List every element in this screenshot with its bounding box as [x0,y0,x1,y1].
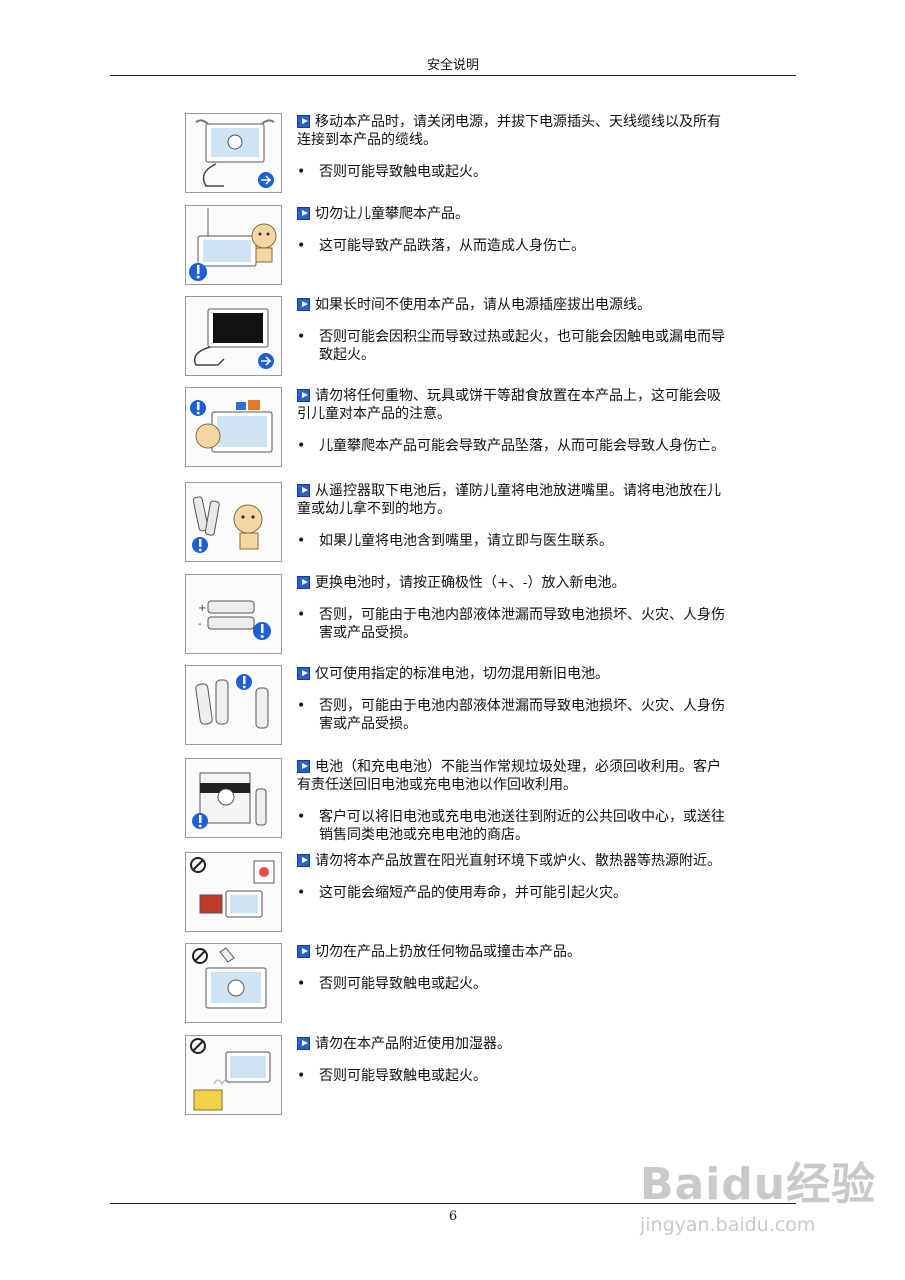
bullet-text: 这可能导致产品跌落，从而造成人身伤亡。 [297,237,733,255]
humidifier-icon [185,1035,282,1115]
bullet-text: 如果儿童将电池含到嘴里，请立即与医生联系。 [297,532,733,550]
battery-child-icon [185,482,282,562]
bullet-text: 否则可能导致触电或起火。 [297,1067,733,1085]
blue-arrow-icon [297,115,310,128]
warning-text: 移动本产品时，请关闭电源，并拔下电源插头、天线缆线以及所有连接到本产品的缆线。 [297,114,721,148]
blue-arrow-icon [297,760,310,773]
warning-text: 请勿在本产品附近使用加湿器。 [315,1036,511,1052]
warning-text: 更换电池时，请按正确极性（+、-）放入新电池。 [315,575,626,591]
blue-arrow-icon [297,1037,310,1050]
child-climbing-icon [185,205,282,285]
blue-arrow-icon [297,576,310,589]
blue-arrow-icon [297,667,310,680]
blue-arrow-icon [297,298,310,311]
bullet-text: 否则，可能由于电池内部液体泄漏而导致电池损坏、火灾、人身伤害或产品受损。 [297,606,733,642]
warning-text: 如果长时间不使用本产品，请从电源插座拔出电源线。 [315,297,651,313]
minus-label: - [198,619,202,630]
page-footer: 6 [110,1203,796,1224]
heat-source-icon [185,852,282,932]
warning-text: 电池（和充电电池）不能当作常规垃圾处理，必须回收利用。客户有责任送回旧电池或充电… [297,759,721,793]
bullet-text: 否则，可能由于电池内部液体泄漏而导致电池损坏、火灾、人身伤害或产品受损。 [297,697,733,733]
bullet-text: 儿童攀爬本产品可能会导致产品坠落，从而可能会导致人身伤亡。 [297,437,733,455]
blue-arrow-icon [297,207,310,220]
warning-text: 请勿将本产品放置在阳光直射环境下或炉火、散热器等热源附近。 [315,853,721,869]
warning-text: 从遥控器取下电池后，谨防儿童将电池放进嘴里。请将电池放在儿童或幼儿拿不到的地方。 [297,483,721,517]
toys-on-monitor-icon [185,387,282,467]
plus-label: + [198,603,206,614]
blue-arrow-icon [297,484,310,497]
bullet-text: 否则可能会因积尘而导致过热或起火，也可能会因触电或漏电而导致起火。 [297,328,733,364]
blue-arrow-icon [297,389,310,402]
bullet-text: 否则可能导致触电或起火。 [297,163,733,181]
battery-polarity-icon: + - [185,574,282,654]
warning-text: 请勿将任何重物、玩具或饼干等甜食放置在本产品上，这可能会吸引儿童对本产品的注意。 [297,388,721,422]
bullet-text: 客户可以将旧电池或充电电池送往到附近的公共回收中心，或送往销售同类电池或充电电池… [297,808,733,844]
watermark-url: jingyan.baidu.com [640,1214,816,1236]
bullet-text: 否则可能导致触电或起火。 [297,975,733,993]
mixed-batteries-icon [185,665,282,745]
warning-text: 切勿让儿童攀爬本产品。 [315,206,469,222]
page-header: 安全说明 [110,52,796,76]
warning-text: 切勿在产品上扔放任何物品或撞击本产品。 [315,944,581,960]
battery-recycle-icon [185,758,282,838]
monitor-unplug-icon [185,113,282,193]
impact-prohibited-icon [185,943,282,1023]
header-title: 安全说明 [426,58,479,73]
watermark-logo: Baidu经验 [640,1159,877,1210]
bullet-text: 这可能会缩短产品的使用寿命，并可能引起火灾。 [297,884,733,902]
baidu-watermark: Baidu经验 jingyan.baidu.com [640,1148,890,1268]
power-cord-icon [185,296,282,376]
blue-arrow-icon [297,854,310,867]
warning-text: 仅可使用指定的标准电池，切勿混用新旧电池。 [315,666,609,682]
blue-arrow-icon [297,945,310,958]
page-number: 6 [448,1209,458,1224]
